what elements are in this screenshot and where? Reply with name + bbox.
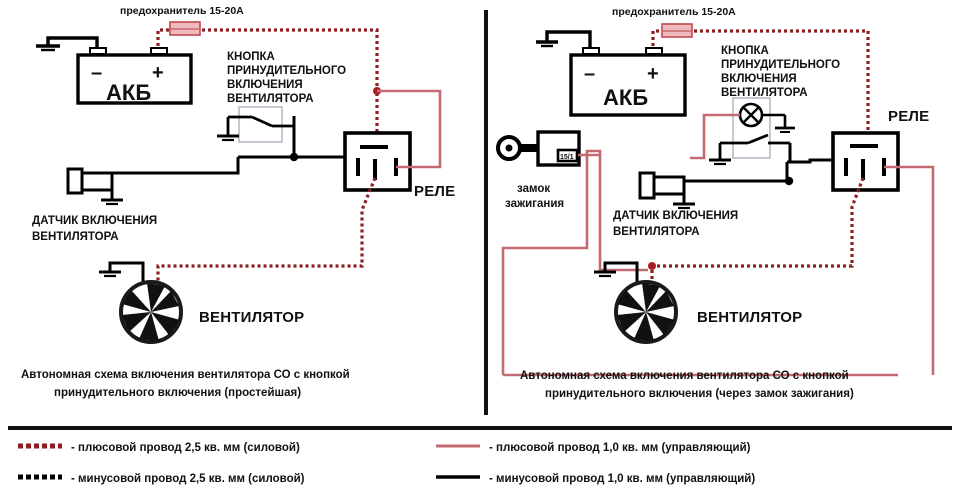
left-force-button[interactable] <box>228 106 294 143</box>
right-fan-label: ВЕНТИЛЯТОР <box>697 309 802 326</box>
panel-left: предохранитель 15-20А – + АКБ КНОПКА ПРИ… <box>21 5 455 399</box>
left-battery-label: АКБ <box>106 80 151 105</box>
right-button-label-line3: ВКЛЮЧЕНИЯ <box>721 73 797 85</box>
left-black-control-wire <box>150 116 345 175</box>
right-relay-symbol <box>831 131 900 192</box>
right-battery-symbol <box>569 47 687 117</box>
left-battery-symbol <box>76 47 193 105</box>
left-battery-minus-sign: – <box>91 62 102 84</box>
right-battery-label: АКБ <box>603 85 648 110</box>
left-button-label-line4: ВЕНТИЛЯТОРА <box>227 93 314 105</box>
right-battery-plus-sign: + <box>647 63 659 85</box>
right-switch-blade <box>747 133 769 145</box>
left-red-solid-loop <box>377 89 442 169</box>
right-fan-ground-wire <box>594 261 639 285</box>
left-caption-line2: принудительного включения (простейшая) <box>54 387 301 399</box>
legend-text-plus-power: - плюсовой провод 2,5 кв. мм (силовой) <box>71 442 300 454</box>
right-relay-to-fan-wire <box>648 177 865 285</box>
right-battery-ground-wire <box>536 30 592 56</box>
left-sensor-label-line1: ДАТЧИК ВКЛЮЧЕНИЯ <box>32 215 157 227</box>
key-shaft-icon <box>519 144 541 152</box>
right-sensor-label-line2: ВЕНТИЛЯТОРА <box>613 226 700 238</box>
right-sensor-label-line1: ДАТЧИК ВКЛЮЧЕНИЯ <box>613 210 738 222</box>
left-fuse-label: предохранитель 15-20А <box>120 5 244 17</box>
left-fan-ground-wire <box>99 261 145 286</box>
legend-text-plus-control: - плюсовой провод 1,0 кв. мм (управляющи… <box>489 442 751 454</box>
right-power-wire-red-dotted <box>651 29 870 139</box>
legend-item-minus-power: - минусовой провод 2,5 кв. мм (силовой) <box>18 473 305 485</box>
left-fan-label: ВЕНТИЛЯТОР <box>199 309 304 326</box>
legend-text-minus-power: - минусовой провод 2,5 кв. мм (силовой) <box>71 473 305 485</box>
right-button-outline <box>732 97 771 159</box>
legend-item-plus-control: - плюсовой провод 1,0 кв. мм (управляющи… <box>436 442 751 454</box>
right-lamp-supply-wire <box>690 113 740 160</box>
left-switch-blade <box>251 115 273 128</box>
right-ignition-label-line2: зажигания <box>505 198 564 210</box>
legend-item-minus-control: - минусовой провод 1,0 кв. мм (управляющ… <box>436 473 755 485</box>
right-fuse-symbol <box>661 23 693 38</box>
right-ignition-lock-symbol[interactable]: 15/1 <box>496 130 581 167</box>
right-relay-right-wire <box>884 165 935 375</box>
right-fan-symbol <box>614 280 678 344</box>
left-button-ground-wire <box>217 117 239 142</box>
left-button-label-line2: ПРИНУДИТЕЛЬНОГО <box>227 65 346 77</box>
right-ignition-label-line1: замок <box>517 183 550 195</box>
right-button-ground-wire <box>709 143 731 166</box>
legend-text-minus-control: - минусовой провод 1,0 кв. мм (управляющ… <box>489 473 755 485</box>
right-relay-label: РЕЛЕ <box>888 108 929 125</box>
left-sensor-label-line2: ВЕНТИЛЯТОРА <box>32 231 119 243</box>
legend: - плюсовой провод 2,5 кв. мм (силовой) -… <box>8 426 952 485</box>
right-fuse-label: предохранитель 15-20А <box>612 6 736 18</box>
right-junction-dot-control <box>784 176 794 186</box>
right-button-label-line4: ВЕНТИЛЯТОРА <box>721 87 808 99</box>
right-fan-sensor-symbol <box>638 171 700 210</box>
left-button-label-line3: ВКЛЮЧЕНИЯ <box>227 79 303 91</box>
right-ignition-control-wire <box>501 149 898 377</box>
right-force-button[interactable] <box>720 97 795 159</box>
left-battery-plus-sign: + <box>152 62 164 84</box>
legend-item-plus-power: - плюсовой провод 2,5 кв. мм (силовой) <box>18 442 300 454</box>
left-relay-label: РЕЛЕ <box>414 183 455 200</box>
left-button-label-line1: КНОПКА <box>227 51 275 63</box>
indicator-lamp-icon <box>738 102 764 128</box>
right-junction-dot-fan <box>648 262 656 270</box>
left-relay-symbol <box>343 131 412 192</box>
left-relay-to-fan-wire <box>156 177 377 286</box>
ignition-terminal-label: 15/1 <box>560 154 574 161</box>
left-fan-sensor-symbol <box>66 167 150 206</box>
left-button-outline <box>238 106 283 143</box>
ignition-terminal-box <box>556 148 579 163</box>
left-fan-symbol <box>119 280 183 344</box>
left-caption-line1: Автономная схема включения вентилятора С… <box>21 369 350 381</box>
right-caption-line1: Автономная схема включения вентилятора С… <box>520 370 849 382</box>
left-fuse-symbol <box>169 21 201 36</box>
right-button-label-line2: ПРИНУДИТЕЛЬНОГО <box>721 59 840 71</box>
left-junction-dot-control <box>289 152 299 162</box>
right-caption-line2: принудительного включения (через замок з… <box>545 388 854 400</box>
panel-right: предохранитель 15-20А – + АКБ КНОПКА ПРИ… <box>496 6 935 400</box>
right-button-label-line1: КНОПКА <box>721 45 769 57</box>
right-battery-minus-sign: – <box>584 63 595 85</box>
right-black-control-wire <box>700 143 845 186</box>
